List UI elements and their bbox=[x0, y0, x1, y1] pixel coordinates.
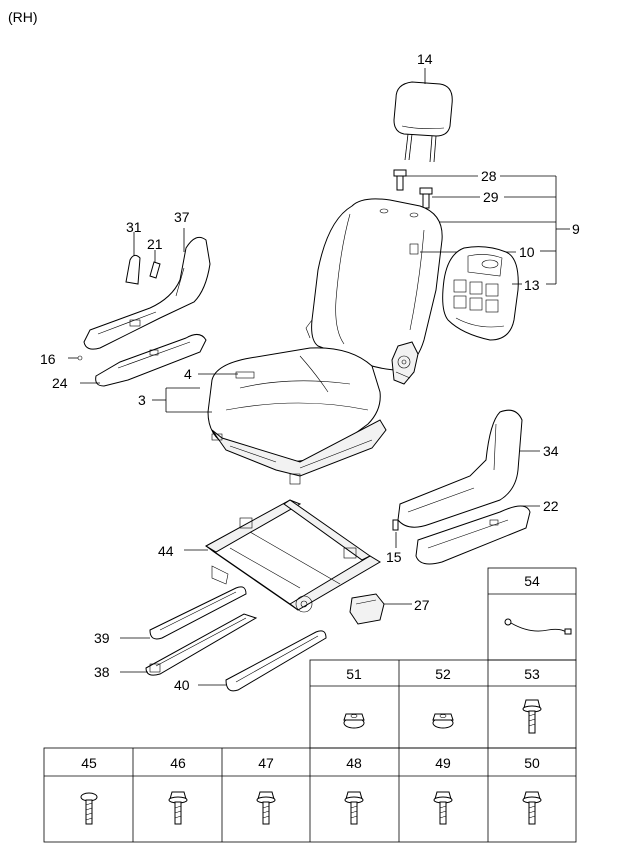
table-header-48: 48 bbox=[346, 755, 362, 771]
callout-37: 37 bbox=[174, 209, 190, 225]
callout-34: 34 bbox=[543, 443, 559, 459]
bolt-icon bbox=[80, 792, 98, 825]
table-header-54: 54 bbox=[524, 573, 540, 589]
side-shield-22 bbox=[415, 505, 531, 565]
bolt-icon bbox=[168, 791, 188, 825]
table-header-45: 45 bbox=[81, 755, 97, 771]
cushion-frame bbox=[211, 419, 387, 485]
callout-16: 16 bbox=[40, 351, 56, 367]
callout-38: 38 bbox=[94, 664, 110, 680]
callout-14: 14 bbox=[417, 51, 433, 67]
callout-13: 13 bbox=[524, 277, 540, 293]
callout-31: 31 bbox=[126, 219, 142, 235]
callout-3: 3 bbox=[138, 392, 146, 408]
table-header-46: 46 bbox=[170, 755, 186, 771]
side-shield-34 bbox=[397, 409, 523, 528]
bolt-icon bbox=[256, 791, 276, 825]
table-header-49: 49 bbox=[435, 755, 451, 771]
callout-27: 27 bbox=[414, 597, 430, 613]
fastener-table bbox=[43, 567, 577, 843]
headrest bbox=[393, 81, 453, 163]
side-shield-inner bbox=[83, 236, 211, 350]
callout-28: 28 bbox=[481, 168, 497, 184]
callout-39: 39 bbox=[94, 630, 110, 646]
seat-back bbox=[305, 198, 443, 371]
flange-nut-icon bbox=[343, 713, 365, 729]
recline-lever bbox=[125, 254, 141, 285]
callout-15: 15 bbox=[386, 549, 402, 565]
seat-cushion bbox=[207, 347, 381, 463]
clip-16 bbox=[77, 355, 83, 361]
recliner-mechanism bbox=[391, 341, 419, 385]
callout-10: 10 bbox=[519, 244, 535, 260]
callout-24: 24 bbox=[52, 375, 68, 391]
seat-back-panel bbox=[442, 246, 519, 341]
callout-29: 29 bbox=[483, 189, 499, 205]
bracket-27 bbox=[349, 593, 385, 625]
bolt-15 bbox=[392, 519, 399, 531]
callout-40: 40 bbox=[174, 677, 190, 693]
callout-21: 21 bbox=[147, 236, 163, 252]
headrest-guide-29 bbox=[419, 187, 433, 209]
callout-9: 9 bbox=[572, 221, 580, 237]
lever-knob bbox=[149, 261, 161, 279]
wire-harness-icon bbox=[504, 618, 572, 635]
table-header-51: 51 bbox=[346, 666, 362, 682]
rail-cover-38 bbox=[145, 613, 258, 676]
table-header-52: 52 bbox=[435, 666, 451, 682]
rail-cover-40 bbox=[225, 630, 327, 692]
table-header-53: 53 bbox=[524, 666, 540, 682]
table-header-47: 47 bbox=[258, 755, 274, 771]
headrest-guide-28 bbox=[393, 169, 407, 191]
callout-22: 22 bbox=[543, 498, 559, 514]
bolt-icon bbox=[344, 791, 364, 825]
flange-nut-icon bbox=[432, 713, 454, 729]
bolt-icon bbox=[522, 699, 542, 734]
table-header-50: 50 bbox=[524, 755, 540, 771]
bolt-icon bbox=[433, 791, 453, 825]
side-label: (RH) bbox=[8, 9, 38, 25]
callout-44: 44 bbox=[158, 543, 174, 559]
side-shield-outer bbox=[95, 334, 207, 387]
bolt-icon bbox=[522, 791, 542, 825]
callout-4: 4 bbox=[184, 366, 192, 382]
rail-cover-39 bbox=[149, 586, 247, 640]
seat-track-frame bbox=[204, 499, 381, 613]
